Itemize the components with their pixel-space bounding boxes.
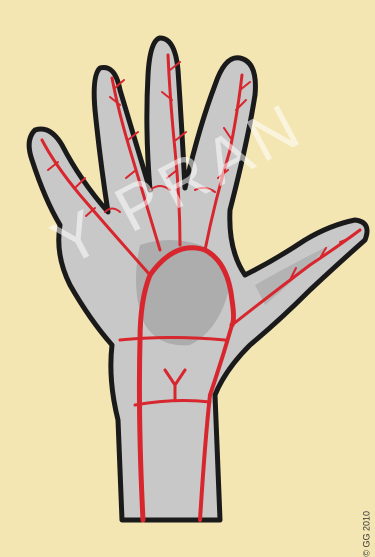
hand-drawing (0, 0, 375, 523)
copyright-label: © GG 2010 (362, 511, 372, 557)
hand-vessel-illustration: Y PRAN © GG 2010 (0, 0, 375, 523)
